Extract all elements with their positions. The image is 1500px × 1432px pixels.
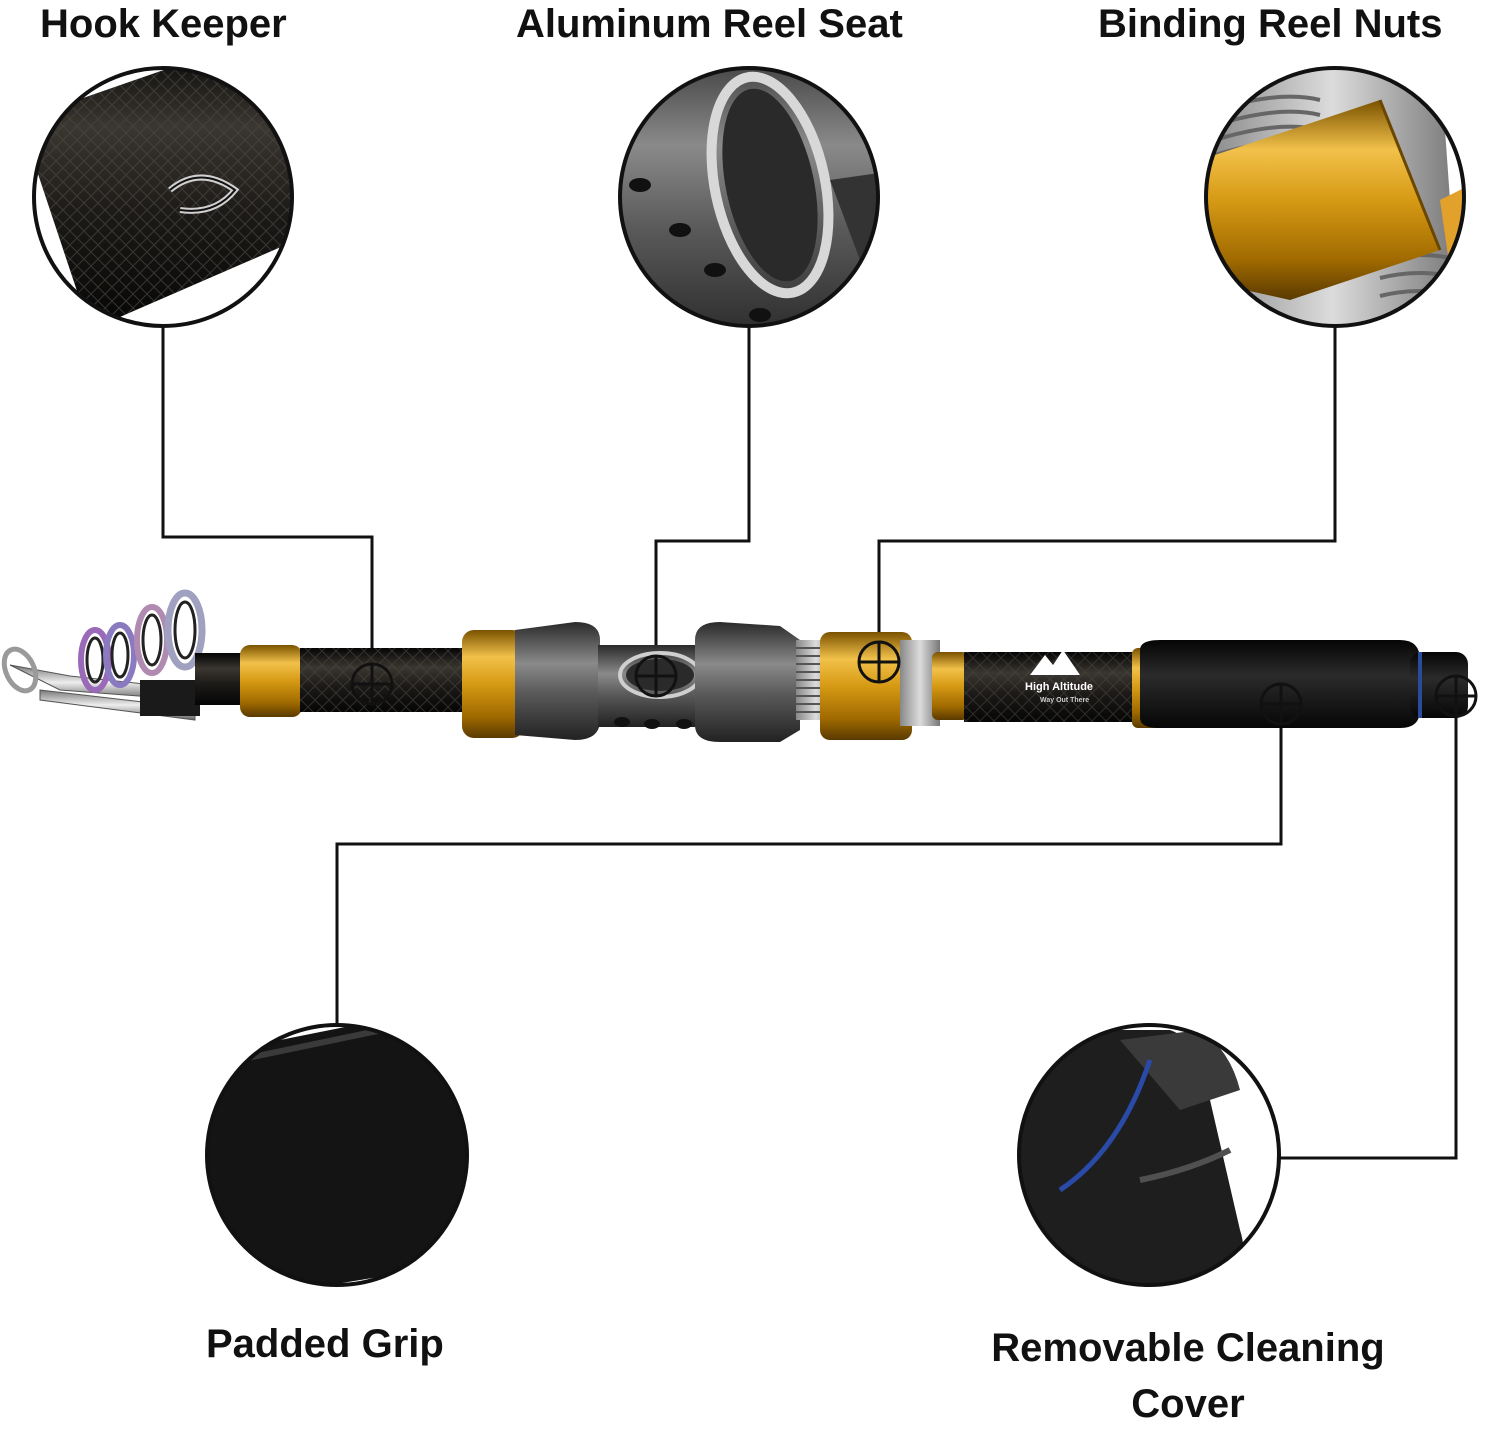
reel-nuts-label: Binding Reel Nuts — [1098, 2, 1443, 46]
reel-seat-connector — [654, 326, 751, 676]
callout-markers — [350, 640, 1478, 726]
gold-ferrule-3 — [932, 652, 968, 720]
padded-grip-marker — [1259, 682, 1303, 726]
connector-lines — [161, 326, 1458, 1160]
reel-nuts-marker — [857, 640, 901, 684]
fishing-rod: High Altitude Way Out There — [1, 589, 1468, 742]
cleaning-cover-marker — [1434, 674, 1478, 718]
brand-logo-tagline: Way Out There — [1040, 697, 1089, 704]
cleaning-cover-detail — [1017, 1023, 1281, 1287]
padded-grip-connector — [335, 704, 1283, 1025]
reel-seat-label: Aluminum Reel Seat — [516, 2, 903, 46]
rod-tip-guides — [1, 589, 206, 721]
padded-grip-label: Padded Grip — [206, 1322, 444, 1366]
reel-seat-detail — [618, 66, 880, 328]
reel-seat-marker — [634, 654, 678, 698]
gold-ring-2 — [462, 630, 524, 738]
reel-nuts-detail — [1204, 66, 1466, 328]
gold-binding-nut — [820, 632, 912, 740]
hook-keeper-marker — [350, 662, 394, 706]
gold-ferrule-1 — [240, 645, 302, 717]
cleaning-cover-connector — [1279, 696, 1458, 1160]
reel-seat-front-hood — [515, 622, 600, 740]
brand-logo-text: High Altitude — [1025, 681, 1093, 693]
hook-keeper-detail — [32, 66, 294, 328]
reel-nuts-connector — [877, 326, 1337, 662]
hook-keeper-connector — [161, 326, 374, 684]
brand-logo: High Altitude Way Out There — [1025, 650, 1093, 704]
reel-seat-rear-hood — [695, 622, 800, 742]
padded-grip-detail — [205, 1023, 469, 1287]
hook-keeper-label: Hook Keeper — [40, 2, 287, 46]
cleaning-cover-label: Removable Cleaning Cover — [991, 1326, 1385, 1426]
